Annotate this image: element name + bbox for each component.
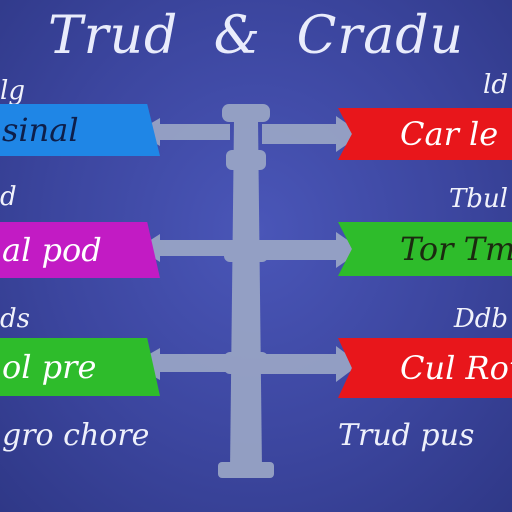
post-cap: [222, 104, 270, 122]
right-banner-2: Tor Tmh: [338, 222, 512, 276]
right-label-1: ld: [483, 70, 508, 100]
arrow-left-2: [138, 234, 230, 262]
left-banner-3: ol pre: [0, 338, 160, 396]
arrow-left-3: [132, 348, 230, 380]
right-bottom-text: Trud pus: [338, 418, 475, 453]
post-shaft: [230, 120, 262, 470]
right-banner-1-text: Car le: [400, 115, 499, 153]
right-banner-1: Car le: [338, 108, 512, 160]
arrow-right-3: [262, 346, 360, 382]
post-collar: [224, 240, 268, 262]
right-banner-2-text: Tor Tmh: [400, 230, 512, 268]
arrow-right-1: [262, 116, 362, 152]
right-label-3: Ddb: [453, 304, 508, 334]
arrow-left-1: [136, 118, 230, 146]
post-collar: [224, 352, 268, 374]
left-banner-2: al pod: [0, 222, 160, 278]
left-label-1: lg: [0, 76, 25, 106]
left-banner-2-text: al pod: [2, 231, 102, 269]
title-left-word: Trud: [47, 6, 179, 66]
right-banner-3: Cul Row: [338, 338, 512, 398]
right-label-2: Tbul: [448, 184, 508, 214]
left-bottom-text: gro chore: [2, 418, 150, 453]
right-banner-3-text: Cul Row: [400, 349, 512, 387]
post-collar: [226, 150, 266, 170]
post-base: [218, 462, 274, 478]
left-banner-3-text: ol pre: [2, 348, 97, 386]
left-label-2: d: [0, 182, 17, 212]
title-right-word: Cradu: [296, 6, 465, 66]
title-ampersand: &: [213, 6, 262, 66]
arrow-right-2: [262, 232, 362, 268]
left-label-3: ds: [0, 304, 30, 334]
diagram-title: Trud & Cradu: [0, 4, 512, 68]
left-banner-1: sinal: [0, 104, 160, 156]
left-banner-1-text: sinal: [2, 111, 79, 149]
